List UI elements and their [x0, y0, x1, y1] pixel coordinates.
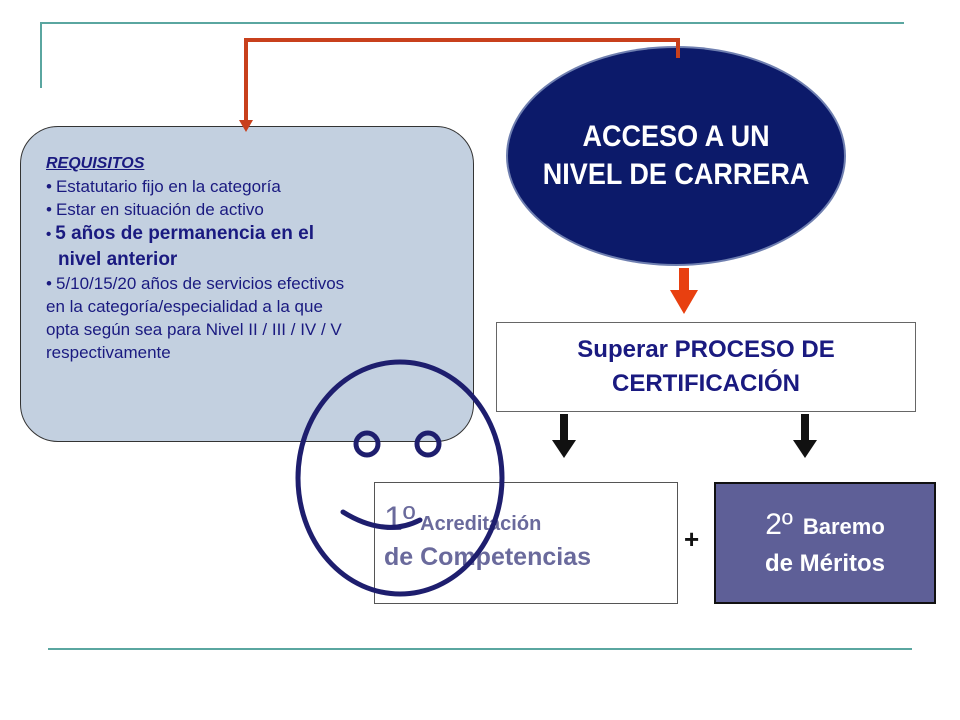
requisitos-title: REQUISITOS: [46, 155, 145, 172]
requisito-item-cont: opta según sea para Nivel II / III / IV …: [46, 320, 342, 339]
bottom-divider: [48, 648, 912, 650]
connector-line: [244, 38, 680, 122]
connector-arrowhead: [239, 120, 253, 132]
requisito-item-cont: en la categoría/especialidad a la que: [46, 297, 323, 316]
requisito-item: •Estatutario fijo en la categoría: [46, 177, 281, 196]
left-divider: [40, 22, 42, 88]
certificacion-box: Superar PROCESO DE CERTIFICACIÓN: [496, 322, 916, 412]
acceso-label: ACCESO A UN NIVEL DE CARRERA: [542, 120, 810, 191]
requisito-item-cont: nivel anterior: [58, 249, 178, 270]
certificacion-label: Superar PROCESO DE CERTIFICACIÓN: [577, 336, 835, 397]
down-arrow-right: [793, 414, 817, 458]
baremo-ordinal: 2º: [765, 508, 793, 541]
top-divider: [40, 22, 904, 24]
smiley-face-icon: [295, 359, 505, 597]
requisitos-text: REQUISITOS •Estatutario fijo en la categ…: [46, 152, 476, 364]
down-arrow-red: [670, 268, 698, 314]
acceso-ellipse: ACCESO A UN NIVEL DE CARRERA: [508, 48, 844, 264]
plus-sign: +: [684, 524, 700, 554]
acreditacion-label: 1º Acreditación de Competencias: [384, 500, 592, 571]
down-arrow-left: [552, 414, 576, 458]
requisito-item-cont: respectivamente: [46, 343, 171, 362]
requisitos-box: [20, 126, 474, 442]
requisito-item: •5 años de permanencia en el: [46, 223, 314, 244]
requisito-item: •5/10/15/20 años de servicios efectivos: [46, 274, 345, 293]
acreditacion-ordinal: 1º: [384, 500, 416, 538]
requisito-item: •Estar en situación de activo: [46, 200, 264, 219]
acreditacion-box: [374, 482, 678, 604]
